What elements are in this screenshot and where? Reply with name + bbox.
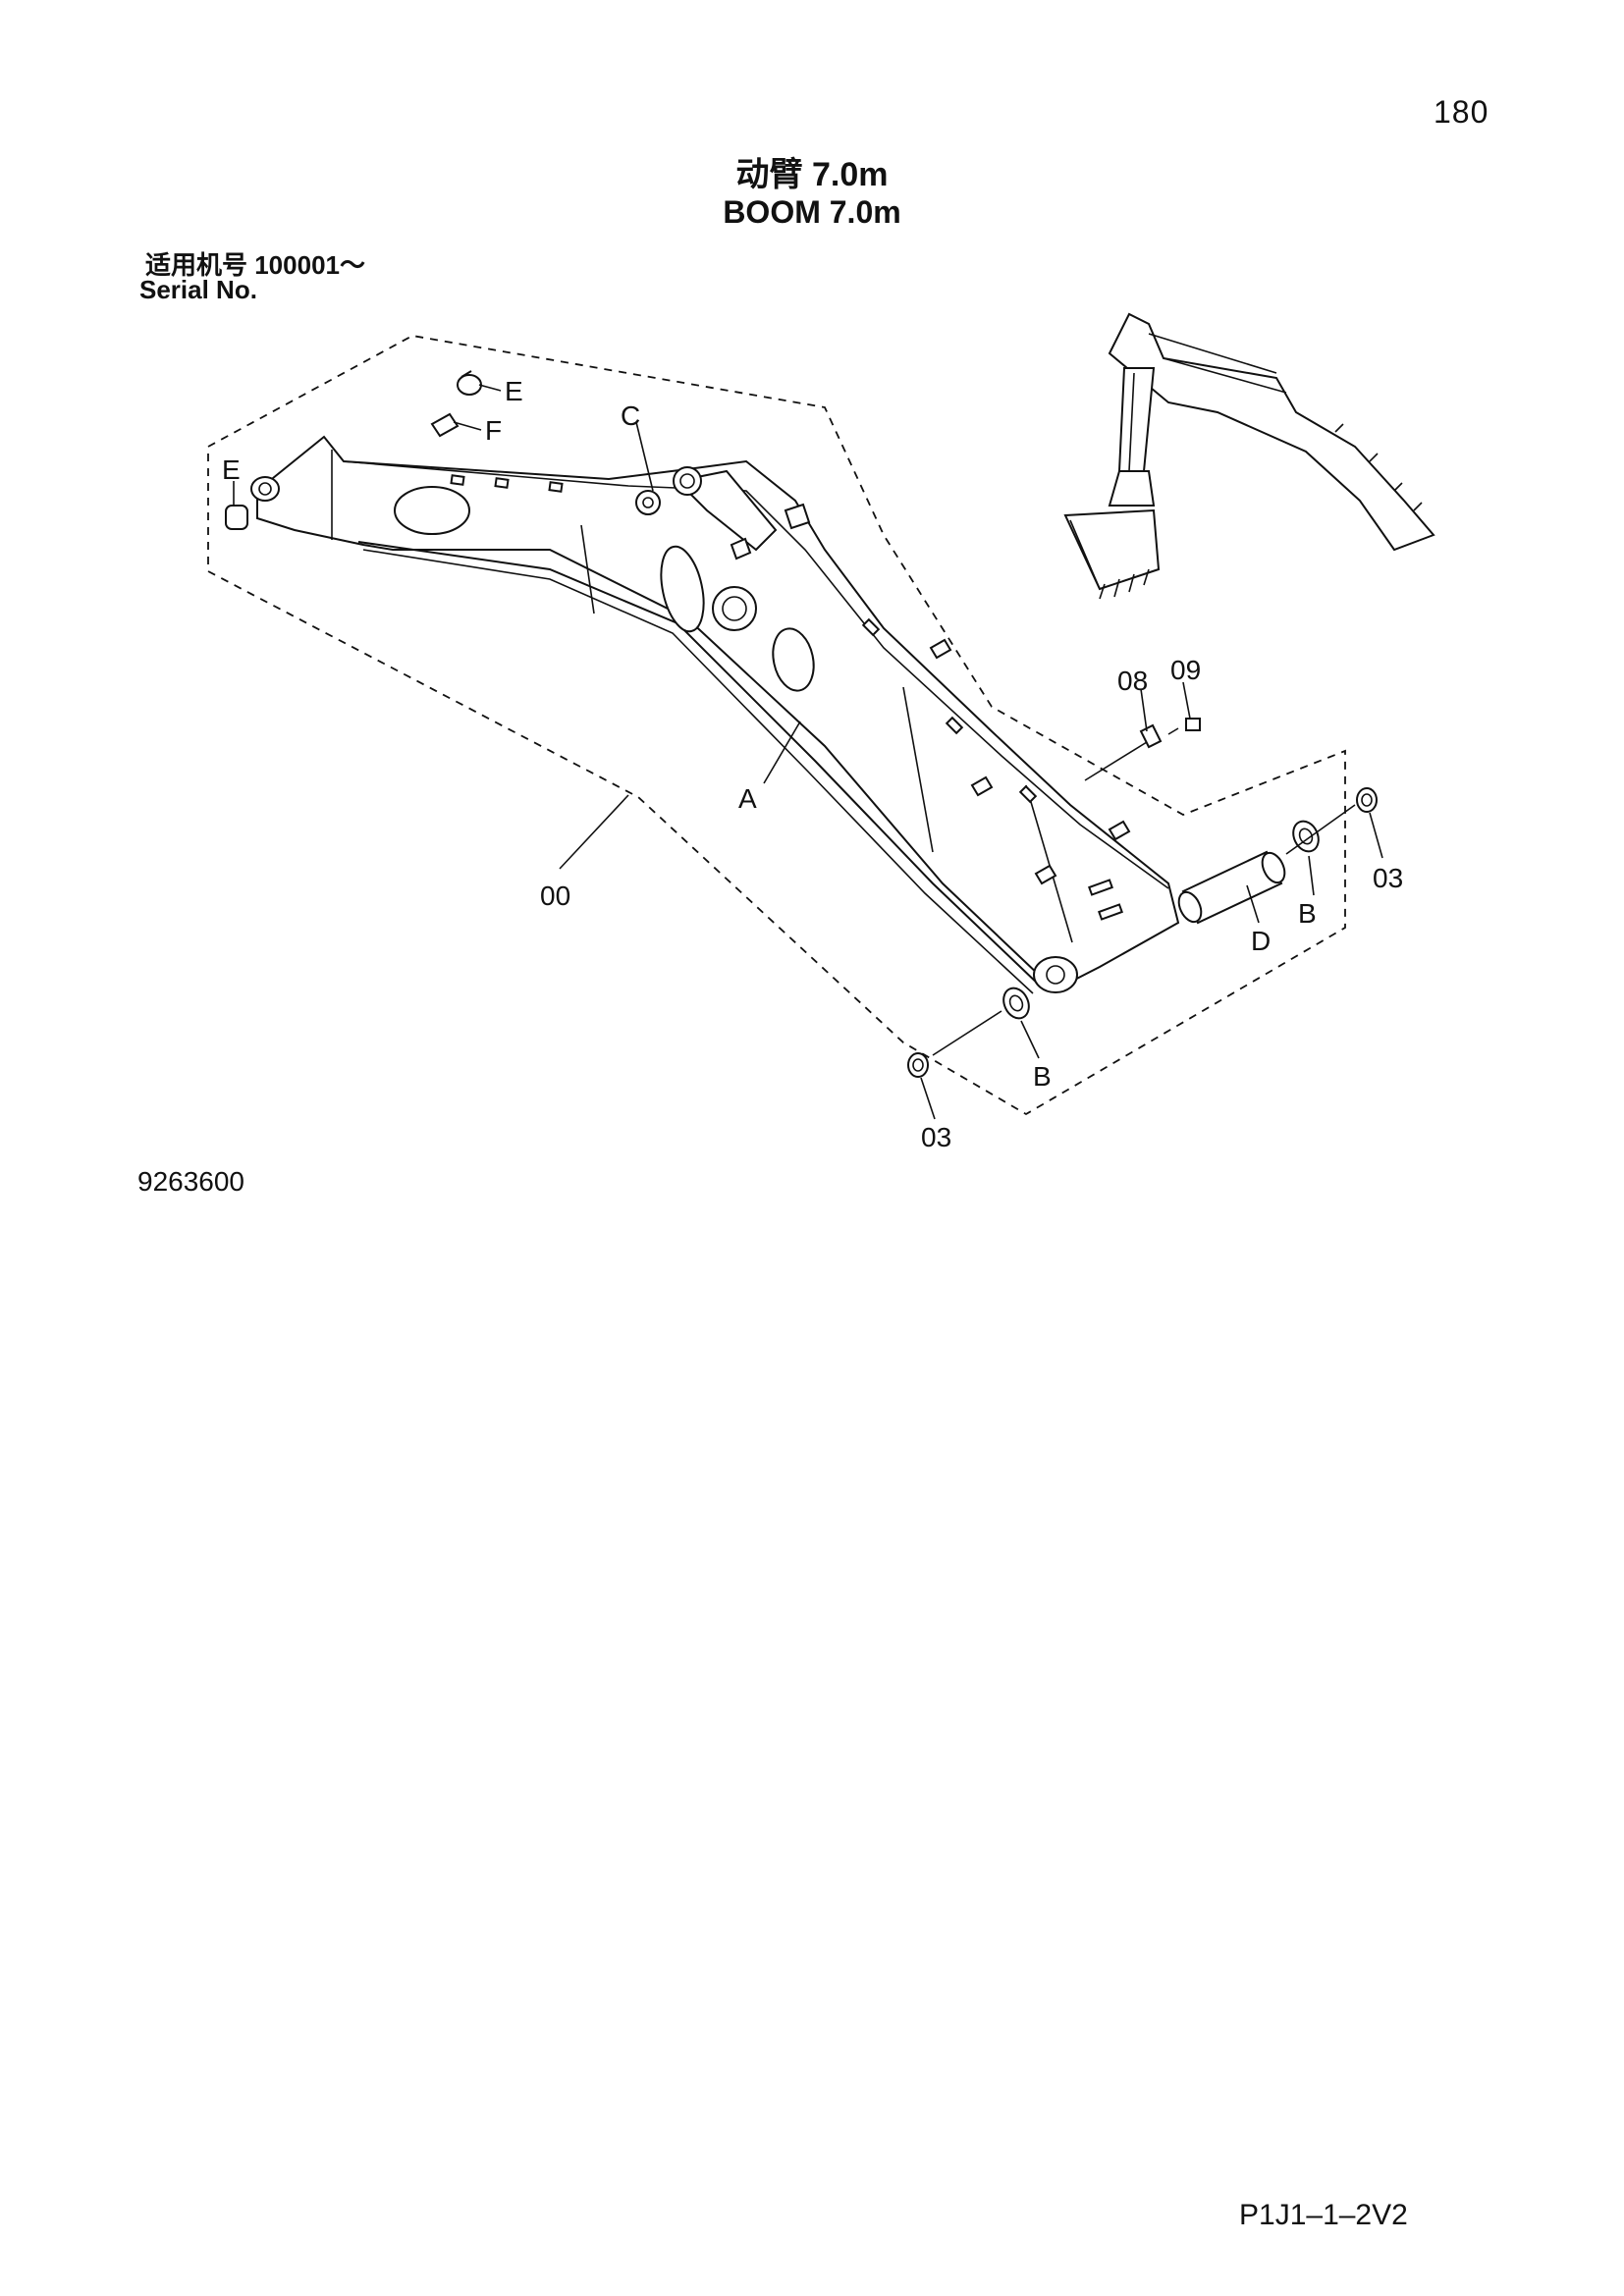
bushing-b-bottom xyxy=(1002,987,1030,1020)
callout-a: A xyxy=(738,783,757,814)
bolt-09 xyxy=(1167,718,1201,735)
callout-e-left: E xyxy=(222,454,241,485)
page-number: 180 xyxy=(1434,94,1489,130)
callout-d: D xyxy=(1251,926,1271,956)
title-english: BOOM 7.0m xyxy=(723,194,901,230)
callout-b-bottom: B xyxy=(1033,1061,1052,1092)
callout-03-right: 03 xyxy=(1373,863,1403,893)
cylinder-bracket xyxy=(635,466,811,561)
washer-03-bottom xyxy=(907,1052,929,1078)
plate-08-leader-line xyxy=(1084,741,1148,781)
callout-assembly-00: 00 xyxy=(540,881,570,911)
bushing-b-right xyxy=(1292,820,1320,853)
excavator-thumbnail xyxy=(1063,312,1435,600)
boom-weldment xyxy=(250,435,1180,994)
washer-03-right xyxy=(1356,787,1378,813)
callout-c: C xyxy=(621,400,640,431)
document-code: P1J1–1–2V2 xyxy=(1239,2199,1408,2231)
serial-label-english: Serial No. xyxy=(139,275,257,304)
leader-lines xyxy=(233,384,1383,1120)
title-chinese: 动臂 7.0m xyxy=(735,156,889,193)
callout-03-bottom: 03 xyxy=(921,1122,951,1152)
serial-label-chinese: 适用机号 100001～ xyxy=(145,250,365,280)
foot-pin-axis xyxy=(932,804,1356,1056)
pin-e-top xyxy=(457,370,482,396)
callout-f: F xyxy=(485,415,502,446)
figure-number: 9263600 xyxy=(137,1166,245,1197)
assembly-boundary xyxy=(207,335,1346,1116)
callout-09: 09 xyxy=(1170,655,1201,685)
callout-08: 08 xyxy=(1117,666,1148,696)
pin-e-left xyxy=(225,505,248,530)
boom-exploded-diagram: E F E C A 00 08 09 B D 03 B 03 xyxy=(207,312,1435,1152)
foot-pin-d xyxy=(1177,850,1286,925)
bracket-f xyxy=(430,412,460,438)
callout-b-right: B xyxy=(1298,898,1317,929)
callout-e-top: E xyxy=(505,376,523,406)
